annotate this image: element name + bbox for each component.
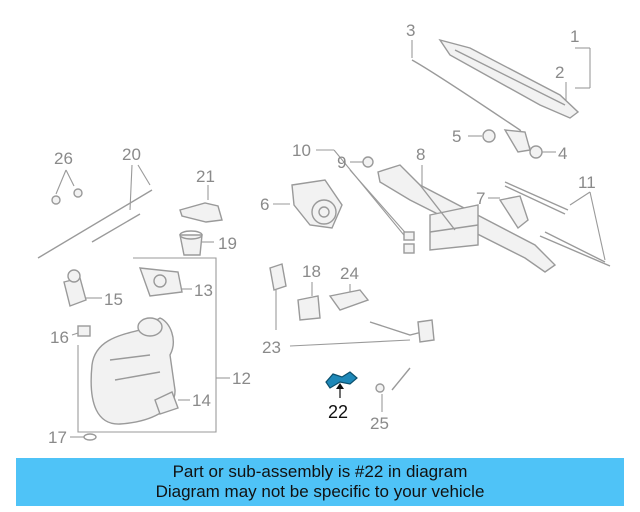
callout-20: 20 <box>122 145 141 164</box>
callout-16: 16 <box>50 328 69 347</box>
callout-11: 11 <box>578 173 596 192</box>
callout-9: 9 <box>337 153 346 172</box>
callout-6: 6 <box>260 195 269 214</box>
callout-labels: 1 2 3 4 5 6 7 8 9 10 11 12 13 14 15 16 1… <box>48 21 596 447</box>
callout-26: 26 <box>54 149 73 168</box>
callout-3: 3 <box>406 21 415 40</box>
callout-25: 25 <box>370 414 389 433</box>
callout-24: 24 <box>340 264 359 283</box>
callout-18: 18 <box>302 262 321 281</box>
callout-1: 1 <box>570 27 579 46</box>
left-parts <box>37 164 223 259</box>
callout-8: 8 <box>416 145 425 164</box>
callout-7: 7 <box>476 189 485 208</box>
wiper-group <box>411 38 591 159</box>
callout-10: 10 <box>292 141 311 160</box>
parts-diagram: 1 2 3 4 5 6 7 8 9 10 11 12 13 14 15 16 1… <box>37 21 611 447</box>
callout-15: 15 <box>104 290 123 309</box>
callout-12: 12 <box>232 369 251 388</box>
callout-13: 13 <box>194 281 213 300</box>
motor-group <box>273 179 343 229</box>
reservoir-group <box>63 257 230 441</box>
highlighted-part-22 <box>325 371 358 398</box>
callout-19: 19 <box>218 234 237 253</box>
callout-14: 14 <box>192 391 211 410</box>
callout-22: 22 <box>328 402 348 422</box>
callout-2: 2 <box>555 63 564 82</box>
middle-parts <box>269 263 435 412</box>
callout-5: 5 <box>452 127 461 146</box>
info-banner: Part or sub-assembly is #22 in diagram D… <box>16 458 624 506</box>
callout-23: 23 <box>262 338 281 357</box>
part-22-linkage <box>325 371 358 389</box>
banner-line-1: Part or sub-assembly is #22 in diagram <box>172 462 468 481</box>
callout-21: 21 <box>196 167 215 186</box>
banner-line-2: Diagram may not be specific to your vehi… <box>155 482 485 501</box>
linkage-group <box>316 149 611 273</box>
callout-17: 17 <box>48 428 67 447</box>
callout-4: 4 <box>558 144 567 163</box>
